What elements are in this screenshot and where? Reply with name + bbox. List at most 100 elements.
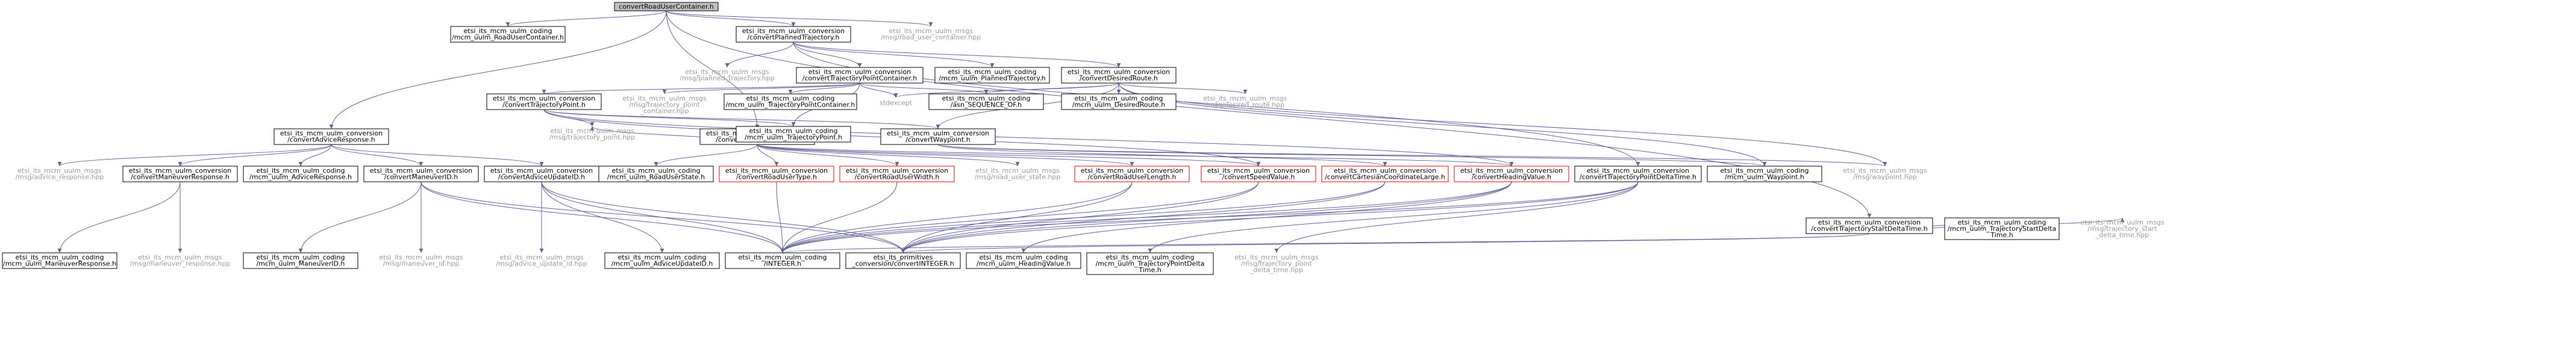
include-edge — [780, 181, 1512, 253]
node-maneuver-response-hpp: etsi_its_mcm_uulm_msgs/msg/maneuver_resp… — [130, 253, 231, 268]
node-advice-update-id[interactable]: etsi_its_mcm_uulm_conversion/convertAdvi… — [484, 166, 599, 182]
include-edge — [793, 42, 1121, 68]
node-label-line: etsi_its_mcm_uulm_msgs — [1234, 253, 1319, 261]
node-advice-update-id-hpp: etsi_its_mcm_uulm_msgs/msg/advice_update… — [496, 253, 587, 268]
include-edge — [654, 144, 758, 167]
node-desired-route-coding[interactable]: etsi_its_mcm_uulm_coding/mcm_uulm_Desire… — [1061, 93, 1177, 110]
node-label-line: /convertManeuverResponse.h — [131, 173, 230, 181]
node-advice-response-coding[interactable]: etsi_its_mcm_uulm_coding/mcm_uulm_Advice… — [243, 166, 358, 182]
node-asn-sequence-of[interactable]: etsi_its_mcm_uulm_coding/asn_SEQUENCE_OF… — [928, 93, 1044, 110]
node-traj-point[interactable]: etsi_its_mcm_uulm_conversion/convertTraj… — [486, 93, 602, 110]
node-advice-response[interactable]: etsi_its_mcm_uulm_conversion/convertAdvi… — [274, 128, 389, 145]
node-traj-point-container[interactable]: etsi_its_mcm_uulm_conversion/convertTraj… — [796, 67, 924, 84]
node-label-line: etsi_its_mcm_uulm_msgs — [138, 253, 222, 261]
node-label-line: /msg/maneuver_response.hpp — [130, 260, 231, 268]
node-label-line: etsi_its_mcm_uulm_conversion — [725, 167, 828, 175]
node-waypoint-coding[interactable]: etsi_its_mcm_uulm_coding/mcm_uulm_Waypoi… — [1707, 166, 1822, 182]
node-label-line: /mcm_uulm_ManeuverID.h — [257, 260, 345, 268]
node-traj-point-delta-coding[interactable]: etsi_its_mcm_uulm_coding/mcm_uulm_Trajec… — [1086, 252, 1214, 275]
node-road-user-state-coding[interactable]: etsi_its_mcm_uulm_coding/mcm_uulm_RoadUs… — [598, 166, 714, 182]
node-road-user-length[interactable]: etsi_its_mcm_uulm_conversion/convertRoad… — [1074, 166, 1190, 182]
node-label-line: /msg/desired_route.hpp — [1206, 101, 1284, 109]
node-planned-traj-coding[interactable]: etsi_its_mcm_uulm_coding/mcm_uulm_Planne… — [934, 67, 1050, 84]
node-traj-point-coding[interactable]: etsi_its_mcm_uulm_coding/mcm_uulm_Trajec… — [736, 126, 851, 143]
node-stdexcept: stdexcept — [880, 99, 913, 107]
node-maneuver-response[interactable]: etsi_its_mcm_uulm_conversion/convertMane… — [122, 166, 238, 182]
node-box — [1454, 166, 1569, 182]
node-traj-point-hpp: etsi_its_mcm_uulm_msgs/msg/trajectory_po… — [549, 127, 635, 141]
node-waypoint-hpp: etsi_its_mcm_uulm_msgs/msg/waypoint.hpp — [1843, 167, 1927, 181]
node-label-line: etsi_its_mcm_uulm_conversion — [846, 167, 948, 175]
node-label-line: /msg/trajectory_point.hpp — [549, 134, 635, 141]
node-label-line: etsi_its_mcm_uulm_coding — [749, 127, 838, 135]
node-road-user-type[interactable]: etsi_its_mcm_uulm_conversion/convertRoad… — [719, 166, 834, 182]
node-box — [1944, 217, 2060, 240]
node-box — [1061, 93, 1177, 110]
include-edge — [937, 144, 1887, 167]
node-label-line: Time.h — [1990, 231, 2013, 239]
node-label-line: /mcm_uulm_Waypoint.h — [1725, 173, 1804, 181]
node-label-line: /mcm_uulm_HeadingValue.h — [977, 260, 1071, 268]
node-maneuver-response-coding[interactable]: etsi_its_mcm_uulm_coding/mcm_uulm_Maneuv… — [2, 252, 117, 269]
node-label-line: etsi_its_mcm_uulm_coding — [618, 253, 707, 261]
node-advice-update-id-coding[interactable]: etsi_its_mcm_uulm_coding/mcm_uulm_Advice… — [604, 252, 720, 269]
node-label-line: /mcm_uulm_DesiredRoute.h — [1072, 101, 1165, 109]
node-label-line: /convertSpeedValue.h — [1222, 173, 1295, 181]
node-box — [796, 67, 924, 84]
node-heading-value[interactable]: etsi_its_mcm_uulm_conversion/convertHead… — [1454, 166, 1569, 182]
node-ru-container[interactable]: etsi_its_mcm_uulm_coding/mcm_uulm_RoadUs… — [450, 26, 566, 43]
node-label-line: etsi_its_mcm_uulm_conversion — [1334, 167, 1436, 175]
node-label-line: etsi_its_mcm_uulm_conversion — [1207, 167, 1310, 175]
node-label-line: etsi_its_mcm_uulm_conversion — [1068, 68, 1170, 76]
node-box — [598, 166, 714, 182]
node-label-line: /convertTrajectoryPointContainer.h — [802, 75, 917, 82]
node-cartesian-coord[interactable]: etsi_its_mcm_uulm_conversion/convertCart… — [1321, 166, 1449, 182]
node-convert-integer[interactable]: etsi_its_primitives_conversion/convertIN… — [845, 252, 961, 269]
node-label-line: /convertAdviceUpdateID.h — [498, 173, 585, 181]
include-edge — [1118, 82, 1248, 95]
node-waypoint[interactable]: etsi_its_mcm_uulm_conversion/convertWayp… — [880, 128, 996, 145]
node-label-line: etsi_its_mcm_uulm_msgs — [379, 253, 463, 261]
node-road-user-width[interactable]: etsi_its_mcm_uulm_conversion/convertRoad… — [839, 166, 955, 182]
include-edge — [780, 181, 1386, 253]
include-edge — [543, 109, 796, 127]
node-root[interactable]: convertRoadUserContainer.h — [614, 2, 719, 11]
node-heading-value-coding[interactable]: etsi_its_mcm_uulm_coding/mcm_uulm_Headin… — [966, 252, 1081, 269]
node-maneuver-id-coding[interactable]: etsi_its_mcm_uulm_coding/mcm_uulm_Maneuv… — [243, 252, 358, 269]
node-label-line: /mcm_uulm_PlannedTrajectory.h — [939, 75, 1045, 82]
node-maneuver-id[interactable]: etsi_its_mcm_uulm_conversion/convertMane… — [363, 166, 479, 182]
node-label-line: etsi_its_primitives — [874, 253, 933, 261]
node-traj-start-delta[interactable]: etsi_its_mcm_uulm_conversion/convertTraj… — [1805, 217, 1933, 234]
include-edge — [793, 42, 995, 68]
node-traj-point-container-coding[interactable]: etsi_its_mcm_uulm_coding/mcm_uulm_Trajec… — [724, 93, 857, 110]
node-box — [1321, 166, 1449, 182]
include-edge — [757, 144, 1134, 167]
node-box — [604, 252, 720, 269]
node-label-line: /msg/planned_trajectory.hpp — [680, 75, 774, 82]
include-edge — [788, 82, 860, 95]
node-label-line: _container.hpp — [639, 107, 689, 115]
node-desired-route-hpp: etsi_its_mcm_uulm_msgs/msg/desired_route… — [1203, 95, 1287, 109]
node-label-line: etsi_its_mcm_uulm_coding — [746, 95, 835, 102]
node-label-line: etsi_its_mcm_uulm_msgs — [2080, 219, 2165, 226]
node-label-line: etsi_its_mcm_uulm_conversion — [280, 129, 383, 137]
include-edge — [757, 144, 1514, 167]
node-label-line: etsi_its_mcm_uulm_coding — [1958, 219, 2046, 226]
node-label-line: etsi_its_mcm_uulm_msgs — [622, 95, 707, 102]
node-desired-route[interactable]: etsi_its_mcm_uulm_conversion/convertDesi… — [1061, 67, 1177, 84]
node-integer-coding[interactable]: etsi_its_mcm_uulm_coding/INTEGER.h — [725, 252, 840, 269]
node-traj-start-delta-coding[interactable]: etsi_its_mcm_uulm_coding/mcm_uulm_Trajec… — [1944, 217, 2060, 240]
node-planned-traj[interactable]: etsi_its_mcm_uulm_conversion/convertPlan… — [736, 26, 851, 43]
include-edge — [793, 42, 862, 68]
node-traj-point-delta[interactable]: etsi_its_mcm_uulm_conversion/convertTraj… — [1574, 166, 1702, 182]
node-box — [736, 126, 851, 143]
node-label-line: _conversion/convertINTEGER.h — [851, 260, 954, 268]
node-road-user-container-hpp: etsi_its_mcm_uulm_msgs/msg/road_user_con… — [881, 27, 981, 42]
node-box — [1061, 67, 1177, 84]
node-traj-point-delta-hpp: etsi_its_mcm_uulm_msgs/msg/trajectory_po… — [1234, 253, 1319, 274]
node-label-line: /convertHeadingValue.h — [1472, 173, 1551, 181]
node-speed-value[interactable]: etsi_its_mcm_uulm_conversion/convertSpee… — [1201, 166, 1316, 182]
node-label-line: stdexcept — [880, 99, 913, 107]
node-label-line: etsi_its_mcm_uulm_conversion — [808, 68, 911, 76]
node-label-line: _delta_time.hpp — [2095, 231, 2149, 239]
